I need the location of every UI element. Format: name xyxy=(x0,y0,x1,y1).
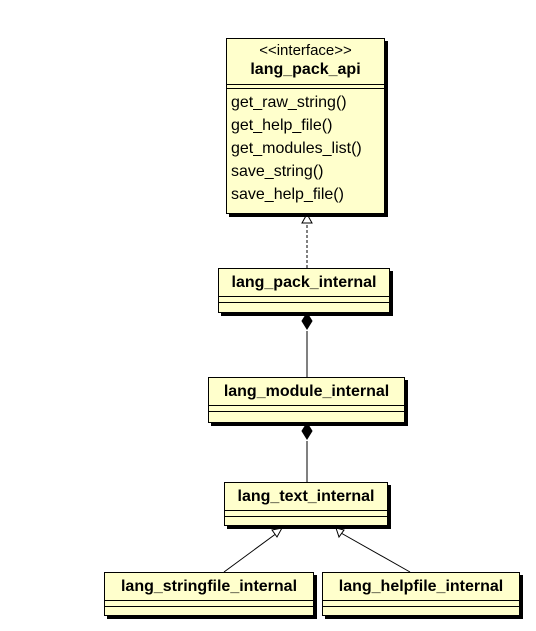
compartment-divider xyxy=(225,516,387,517)
compartment-divider xyxy=(209,405,404,406)
compartment-divider xyxy=(227,88,384,89)
compartment-divider xyxy=(219,302,389,303)
method-save-help-file: save_help_file() xyxy=(231,186,344,203)
realization-lang-pack-internal-to-api xyxy=(301,212,313,268)
class-name: lang_helpfile_internal xyxy=(338,578,504,595)
compartment-divider xyxy=(219,296,389,297)
composition-pack-internal-module-internal xyxy=(301,312,313,377)
class-name: lang_pack_api xyxy=(250,61,361,78)
compartment-divider xyxy=(105,600,313,601)
method-save-string: save_string() xyxy=(231,163,324,180)
compartment-divider xyxy=(323,606,519,607)
compartment-divider xyxy=(209,411,404,412)
composition-module-internal-text-internal xyxy=(301,422,313,482)
method-get-help-file: get_help_file() xyxy=(231,117,333,134)
compartment-divider xyxy=(225,510,387,511)
class-name: lang_text_internal xyxy=(237,488,375,505)
generalization-stringfile-to-text xyxy=(223,527,283,573)
compartment-divider xyxy=(227,84,384,85)
class-lang-pack-internal[interactable]: lang_pack_internal xyxy=(218,268,390,313)
class-stereotype: <<interface>> xyxy=(259,42,352,59)
class-name: lang_stringfile_internal xyxy=(120,578,298,595)
methods-compartment: get_raw_string() get_help_file() get_mod… xyxy=(227,89,384,207)
class-lang-stringfile-internal[interactable]: lang_stringfile_internal xyxy=(104,572,314,616)
class-lang-helpfile-internal[interactable]: lang_helpfile_internal xyxy=(322,572,520,616)
class-lang-module-internal[interactable]: lang_module_internal xyxy=(208,377,405,423)
class-lang-text-internal[interactable]: lang_text_internal xyxy=(224,482,388,526)
generalization-helpfile-to-text xyxy=(335,527,411,573)
method-get-raw-string: get_raw_string() xyxy=(231,94,347,111)
class-lang-pack-api[interactable]: <<interface>> lang_pack_api get_raw_stri… xyxy=(226,38,385,214)
class-name: lang_pack_internal xyxy=(231,274,377,291)
compartment-divider xyxy=(323,600,519,601)
class-name: lang_module_internal xyxy=(223,383,390,400)
compartment-divider xyxy=(105,606,313,607)
method-get-modules-list: get_modules_list() xyxy=(231,140,362,157)
